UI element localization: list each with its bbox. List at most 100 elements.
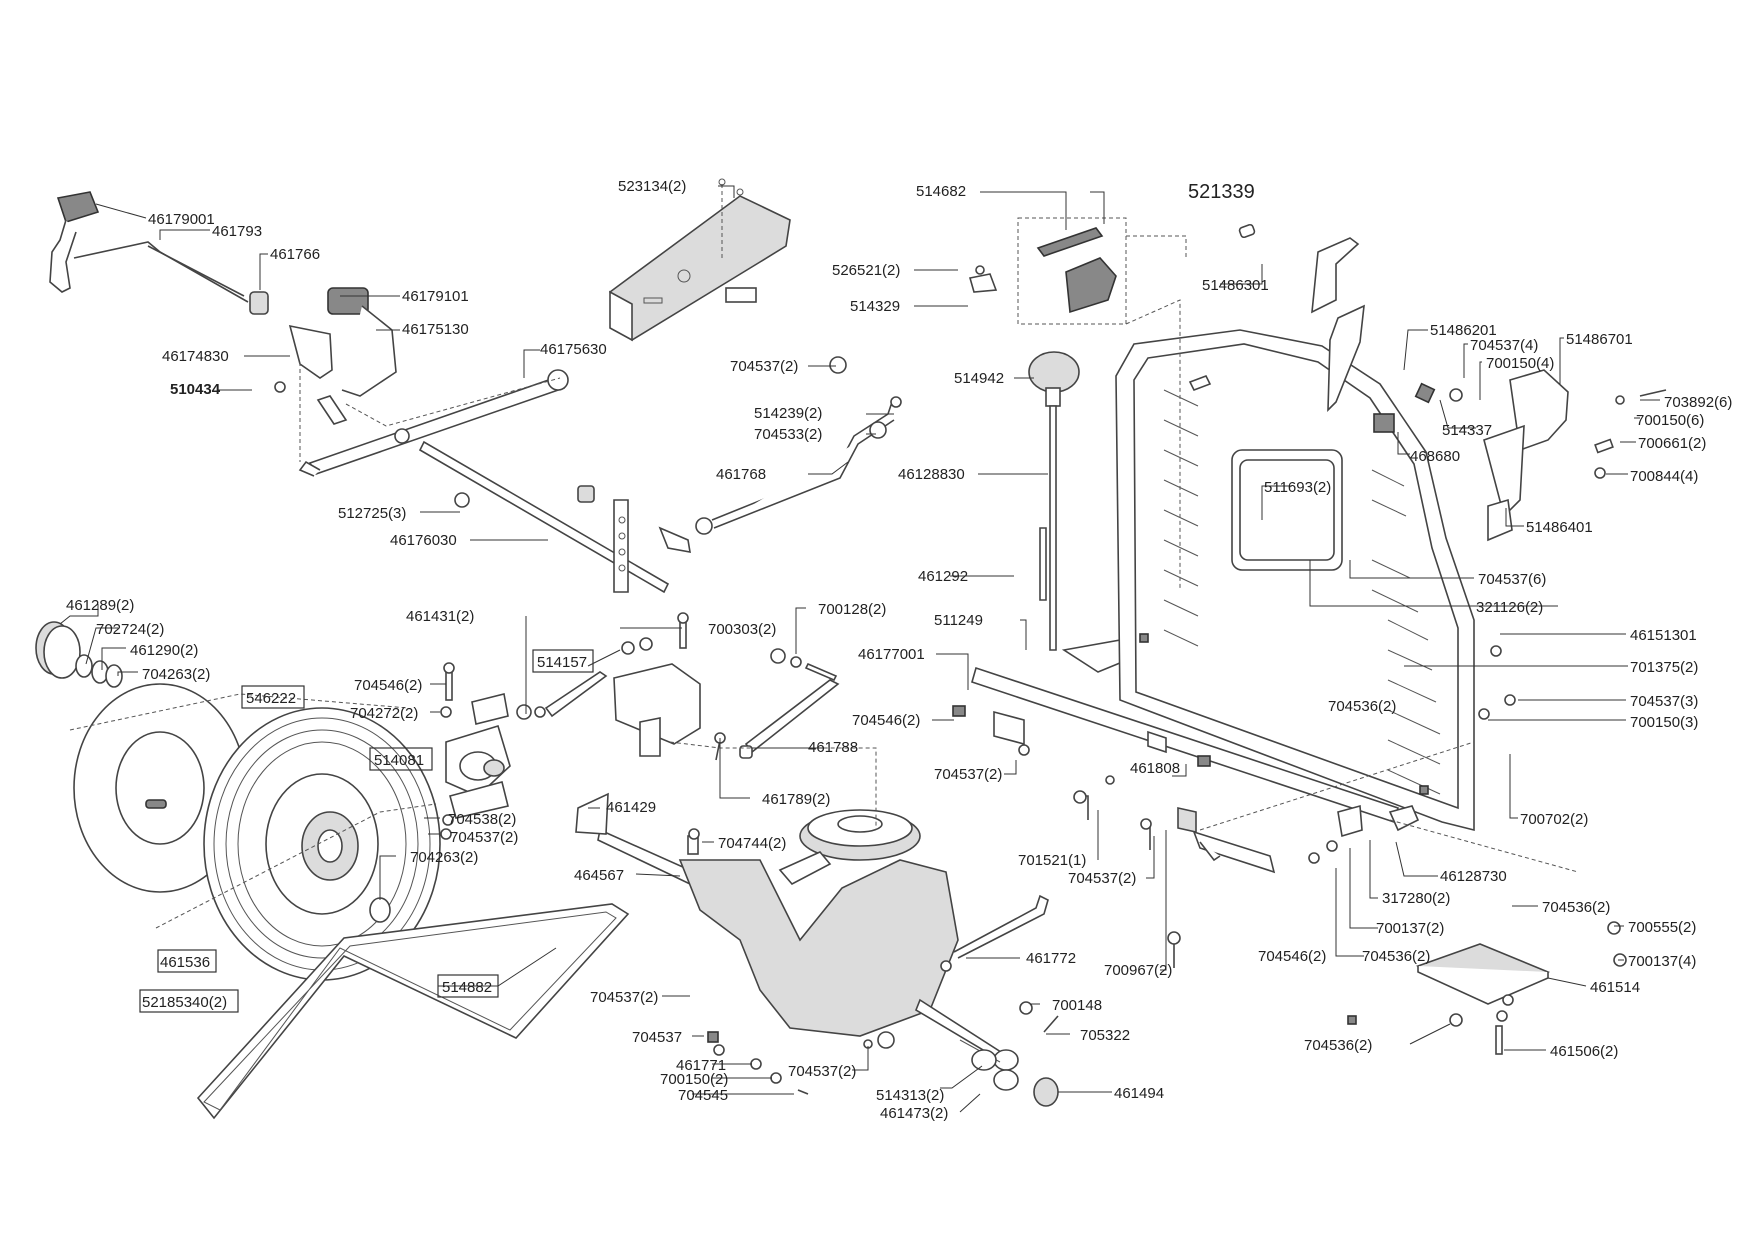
label-511249: 511249 — [934, 612, 983, 629]
label-546222: 546222 — [246, 690, 296, 707]
label-700137-4: 700137(4) — [1628, 953, 1696, 970]
label-46179001: 46179001 — [148, 211, 215, 228]
label-700150-4: 700150(4) — [1486, 355, 1554, 372]
label-461536: 461536 — [160, 954, 210, 971]
label-700661: 700661(2) — [1638, 435, 1706, 452]
label-46175630: 46175630 — [540, 341, 607, 358]
label-461772: 461772 — [1026, 950, 1076, 967]
leader-lines — [59, 185, 1660, 1113]
label-514081: 514081 — [374, 752, 424, 769]
label-514882: 514882 — [442, 979, 492, 996]
label-704537-2-b: 704537(2) — [934, 766, 1002, 783]
label-468680: 468680 — [1410, 448, 1460, 465]
label-51486701: 51486701 — [1566, 331, 1633, 348]
label-511693: 511693(2) — [1264, 479, 1331, 496]
label-boxes — [139, 649, 594, 1013]
label-700303: 700303(2) — [708, 621, 776, 638]
label-702724: 702724(2) — [96, 621, 164, 638]
label-700150-2: 700150(2) — [660, 1071, 728, 1088]
louvres — [1163, 389, 1441, 795]
label-514239: 514239(2) — [754, 405, 822, 422]
shift-rod-assembly — [394, 356, 902, 594]
label-700150-3: 700150(3) — [1630, 714, 1698, 731]
label-521339: 521339 — [1188, 181, 1255, 203]
label-514682: 514682 — [916, 183, 966, 200]
label-700150-6: 700150(6) — [1636, 412, 1704, 429]
label-704545: 704545 — [678, 1087, 728, 1104]
label-704546-2-a: 704546(2) — [852, 712, 920, 729]
label-510434: 510434 — [170, 381, 221, 398]
label-704537-4: 704537(4) — [1470, 337, 1538, 354]
label-704537: 704537 — [632, 1029, 682, 1046]
part-labels: 46179001 461793 461766 46179101 46175130… — [66, 178, 1732, 1122]
label-701521: 701521(1) — [1018, 852, 1086, 869]
label-705322: 705322 — [1080, 1027, 1130, 1044]
label-46128730: 46128730 — [1440, 868, 1507, 885]
label-514337: 514337 — [1442, 422, 1492, 439]
label-46175130: 46175130 — [402, 321, 469, 338]
label-52185340: 52185340(2) — [142, 994, 227, 1011]
label-704537-2-e: 704537(2) — [590, 989, 658, 1006]
label-704537-6: 704537(6) — [1478, 571, 1546, 588]
label-461473: 461473(2) — [880, 1105, 948, 1122]
label-704536-2-a: 704536(2) — [1362, 948, 1430, 965]
rear-plate — [1115, 299, 1475, 832]
label-514313: 514313(2) — [876, 1087, 944, 1104]
label-700967: 700967(2) — [1104, 962, 1172, 979]
mid-parts — [440, 792, 1059, 1107]
label-704272: 704272(2) — [350, 705, 418, 722]
label-46179101: 46179101 — [402, 288, 469, 305]
label-461768: 461768 — [716, 466, 766, 483]
bottom-plate — [1415, 921, 1627, 1055]
label-461289: 461289(2) — [66, 597, 134, 614]
label-46151301: 46151301 — [1630, 627, 1697, 644]
label-704533: 704533(2) — [754, 426, 822, 443]
label-704537-2-c: 704537(2) — [1068, 870, 1136, 887]
label-461789: 461789(2) — [762, 791, 830, 808]
label-46177001: 46177001 — [858, 646, 925, 663]
label-514329: 514329 — [850, 298, 900, 315]
label-514157: 514157 — [537, 654, 587, 671]
label-461290: 461290(2) — [130, 642, 198, 659]
label-700137-2: 700137(2) — [1376, 920, 1444, 937]
pedal-assembly — [49, 191, 569, 477]
label-46176030: 46176030 — [390, 532, 457, 549]
label-700702: 700702(2) — [1520, 811, 1588, 828]
label-700128: 700128(2) — [818, 601, 886, 618]
label-461766: 461766 — [270, 246, 320, 263]
label-704744: 704744(2) — [718, 835, 786, 852]
label-514942: 514942 — [954, 370, 1004, 387]
wheel-hub-parts — [35, 621, 437, 929]
label-461506: 461506(2) — [1550, 1043, 1618, 1060]
label-704536-2-d: 704536(2) — [1304, 1037, 1372, 1054]
label-700844: 700844(4) — [1630, 468, 1698, 485]
label-704537-2-f: 704537(2) — [788, 1063, 856, 1080]
label-704263-2-b: 704263(2) — [410, 849, 478, 866]
label-704546-2-b: 704546(2) — [1258, 948, 1326, 965]
label-461431: 461431(2) — [406, 608, 474, 625]
label-461429: 461429 — [606, 799, 656, 816]
label-46174830: 46174830 — [162, 348, 229, 365]
label-51486201: 51486201 — [1430, 322, 1497, 339]
label-461514: 461514 — [1590, 979, 1640, 996]
drive-belt — [196, 903, 630, 1120]
label-461494: 461494 — [1114, 1085, 1164, 1102]
frame-fasteners — [952, 645, 1516, 1025]
label-461771: 461771 — [676, 1057, 726, 1074]
label-461788: 461788 — [808, 739, 858, 756]
label-703892: 703892(6) — [1664, 394, 1732, 411]
label-523134: 523134(2) — [618, 178, 686, 195]
label-704537-2-d: 704537(2) — [450, 829, 518, 846]
label-700555: 700555(2) — [1628, 919, 1696, 936]
label-321126: 321126(2) — [1476, 599, 1543, 616]
label-512725: 512725(3) — [338, 505, 406, 522]
label-461808: 461808 — [1130, 760, 1180, 777]
seat-plate — [609, 178, 791, 342]
label-704536-2-b: 704536(2) — [1328, 698, 1396, 715]
carrier-assembly — [440, 612, 877, 830]
front-wheel — [73, 683, 247, 893]
label-51486301: 51486301 — [1202, 277, 1269, 294]
right-brackets — [1238, 223, 1667, 542]
transaxle — [597, 809, 1019, 1071]
